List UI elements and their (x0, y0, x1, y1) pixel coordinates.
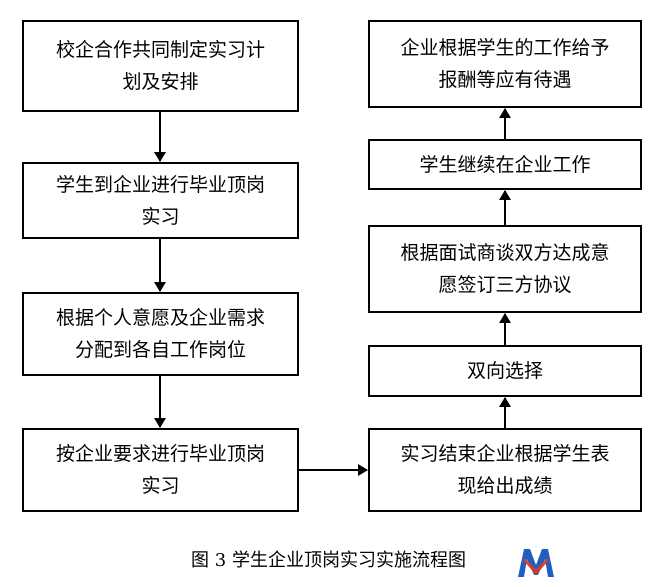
node-label: 企业根据学生的工作给予 报酬等应有待遇 (400, 37, 610, 91)
node-internship-grading: 实习结束企业根据学生表 现给出成绩 (368, 428, 642, 512)
node-label: 根据个人意愿及企业需求 分配到各自工作岗位 (55, 307, 265, 361)
node-label: 学生继续在企业工作 (419, 153, 591, 176)
node-sign-agreement: 根据面试商谈双方达成意 愿签订三方协议 (368, 225, 642, 313)
node-assign-positions: 根据个人意愿及企业需求 分配到各自工作岗位 (22, 292, 299, 376)
node-label: 校企合作共同制定实习计 划及安排 (55, 39, 265, 93)
node-label: 学生到企业进行毕业顶岗 实习 (55, 173, 265, 228)
node-student-to-enterprise: 学生到企业进行毕业顶岗 实习 (22, 162, 299, 239)
node-label: 实习结束企业根据学生表 现给出成绩 (400, 443, 610, 497)
figure-caption: 图 3 学生企业顶岗实习实施流程图 (191, 550, 466, 571)
node-label: 双向选择 (466, 360, 543, 382)
node-label: 根据面试商谈双方达成意 愿签订三方协议 (400, 242, 610, 296)
node-joint-internship-plan: 校企合作共同制定实习计 划及安排 (22, 20, 299, 112)
watermark-logo-icon (518, 549, 554, 577)
node-internship-per-requirements: 按企业要求进行毕业顶岗 实习 (22, 428, 299, 512)
node-enterprise-pays: 企业根据学生的工作给予 报酬等应有待遇 (368, 20, 642, 108)
node-label: 按企业要求进行毕业顶岗 实习 (55, 443, 265, 497)
node-mutual-selection: 双向选择 (368, 345, 642, 397)
node-continue-working: 学生继续在企业工作 (368, 139, 642, 190)
